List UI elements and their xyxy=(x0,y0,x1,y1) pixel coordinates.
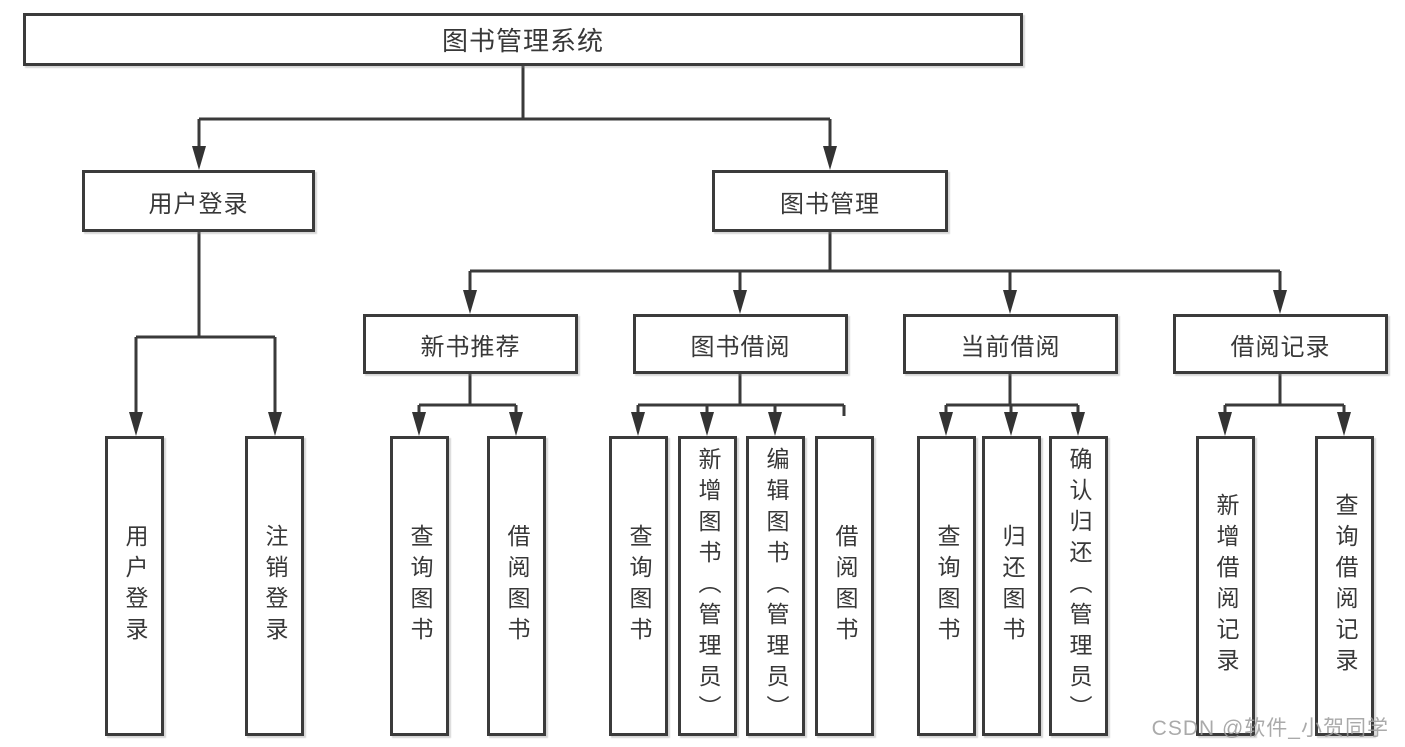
node-book-management: 图书管理 xyxy=(712,170,948,232)
leaf-records-query-record: 查询借阅记录 xyxy=(1315,436,1374,736)
arrow-stems xyxy=(134,119,1346,416)
leaf-user-login: 用户登录 xyxy=(105,436,164,736)
leaf-records-add-record: 新增借阅记录 xyxy=(1196,436,1255,736)
node-label: 借阅图书 xyxy=(832,524,858,648)
csdn-watermark: CSDN @软件_小贺同学 xyxy=(1151,717,1389,740)
leaf-borrow-add-books-admin: 新增图书（管理员） xyxy=(678,436,737,736)
node-book-borrowing: 图书借阅 xyxy=(633,314,848,374)
node-label: 图书管理系统 xyxy=(441,26,604,56)
connector-paths xyxy=(136,66,1344,407)
arrowheads xyxy=(129,146,1351,436)
leaf-current-query-books: 查询图书 xyxy=(917,436,976,736)
node-label: 新增借阅记录 xyxy=(1213,493,1239,679)
node-user-login: 用户登录 xyxy=(82,170,315,232)
leaf-borrow-query-books: 查询图书 xyxy=(609,436,668,736)
node-borrowing-records: 借阅记录 xyxy=(1173,314,1388,374)
node-label: 图书借阅 xyxy=(690,333,791,361)
node-label: 新书推荐 xyxy=(420,333,521,361)
node-label: 当前借阅 xyxy=(960,333,1061,361)
node-label: 归还图书 xyxy=(999,524,1025,648)
node-label: 查询图书 xyxy=(407,524,433,648)
node-label: 查询借阅记录 xyxy=(1332,493,1358,679)
leaf-newbook-query-books: 查询图书 xyxy=(390,436,449,736)
leaf-logout: 注销登录 xyxy=(245,436,304,736)
leaf-borrow-borrow-books: 借阅图书 xyxy=(815,436,874,736)
node-label: 查询图书 xyxy=(626,524,652,648)
node-label: 查询图书 xyxy=(934,524,960,648)
node-label: 新增图书（管理员） xyxy=(695,446,721,726)
node-current-borrowing: 当前借阅 xyxy=(903,314,1118,374)
node-new-book-recommendation: 新书推荐 xyxy=(363,314,578,374)
leaf-newbook-borrow-books: 借阅图书 xyxy=(487,436,546,736)
node-label: 借阅记录 xyxy=(1230,333,1331,361)
node-label: 用户登录 xyxy=(122,524,148,648)
leaf-borrow-edit-books-admin: 编辑图书（管理员） xyxy=(746,436,805,736)
node-label: 图书管理 xyxy=(780,190,880,218)
leaf-current-return-books: 归还图书 xyxy=(982,436,1041,736)
node-library-management-system: 图书管理系统 xyxy=(23,13,1023,66)
node-label: 注销登录 xyxy=(262,524,288,648)
node-label: 借阅图书 xyxy=(504,524,530,648)
node-label: 用户登录 xyxy=(148,190,249,218)
leaf-current-confirm-return-admin: 确认归还（管理员） xyxy=(1049,436,1108,736)
node-label: 编辑图书（管理员） xyxy=(763,446,789,726)
node-label: 确认归还（管理员） xyxy=(1066,446,1092,726)
